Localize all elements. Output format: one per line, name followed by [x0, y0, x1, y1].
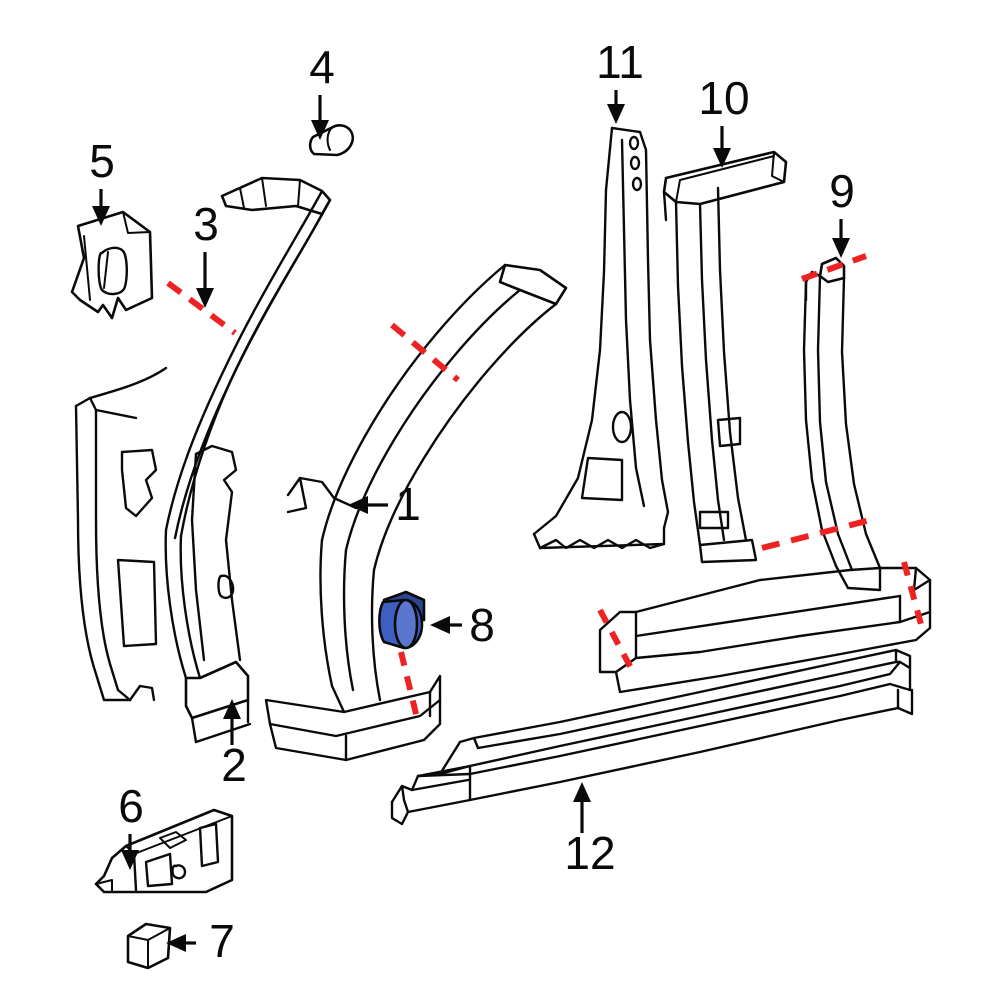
leader-arrow-1 [348, 496, 388, 514]
leader-arrow-5 [92, 189, 110, 226]
leader-arrow-6 [121, 834, 139, 870]
part-5-cowl-side-bracket[interactable] [70, 210, 154, 320]
callout-label-6: 6 [118, 780, 144, 832]
cut-lines-group [166, 253, 925, 719]
cut-line-pillar-upper-right [390, 322, 460, 383]
part-2-front-pillar-lower-reinforcement[interactable] [74, 366, 252, 744]
part-1-front-pillar-outer-panel[interactable] [286, 263, 568, 714]
leader-arrow-8 [430, 616, 462, 634]
cut-line-rocker-left [398, 651, 420, 719]
part-9-center-pillar-outer-panel[interactable] [802, 256, 882, 592]
part-11-center-pillar-inner-panel[interactable] [532, 126, 670, 550]
callout-label-5: 5 [89, 135, 115, 187]
callout-label-4: 4 [309, 41, 335, 93]
part-8-highlighted-bushing[interactable] [378, 590, 426, 650]
callout-label-11: 11 [596, 36, 644, 88]
leader-arrow-10 [713, 126, 731, 168]
cut-line-rocker-center [597, 608, 635, 672]
callout-labels-group: 1 2 3 4 5 6 7 8 9 10 11 12 [89, 36, 855, 967]
callout-label-12: 12 [564, 827, 615, 879]
leader-arrow-7 [166, 934, 196, 952]
callout-label-8: 8 [469, 599, 495, 651]
callout-label-1: 1 [395, 478, 421, 530]
callout-label-3: 3 [193, 198, 219, 250]
cut-line-rocker-right [901, 561, 925, 629]
cut-line-rocker-diagonal [761, 515, 879, 551]
leader-arrow-12 [573, 782, 591, 833]
part-4-pillar-small-bracket[interactable] [308, 124, 355, 157]
leader-arrow-9 [832, 219, 850, 258]
leader-arrow-2 [223, 699, 241, 745]
callout-label-2: 2 [221, 739, 247, 791]
part-10-center-pillar-inner-reinforcement[interactable] [662, 150, 788, 564]
part-7-reinforcement-block[interactable] [126, 922, 172, 970]
callout-label-7: 7 [209, 915, 235, 967]
part-6-lower-pillar-gusset[interactable] [94, 808, 234, 894]
callout-label-9: 9 [829, 165, 855, 217]
leader-arrow-4 [311, 95, 329, 140]
part-3-front-pillar-upper-reinforcement[interactable] [164, 176, 332, 680]
leader-arrow-3 [196, 252, 214, 308]
cut-line-pillar-9 [800, 253, 868, 282]
front-rocker-stub [264, 674, 442, 762]
leader-arrows-group [92, 90, 850, 952]
part-12-rocker-panel-outer[interactable] [390, 648, 914, 826]
cut-line-pillar-3 [166, 280, 237, 336]
callout-label-10: 10 [698, 72, 749, 124]
leader-arrow-11 [607, 90, 625, 124]
